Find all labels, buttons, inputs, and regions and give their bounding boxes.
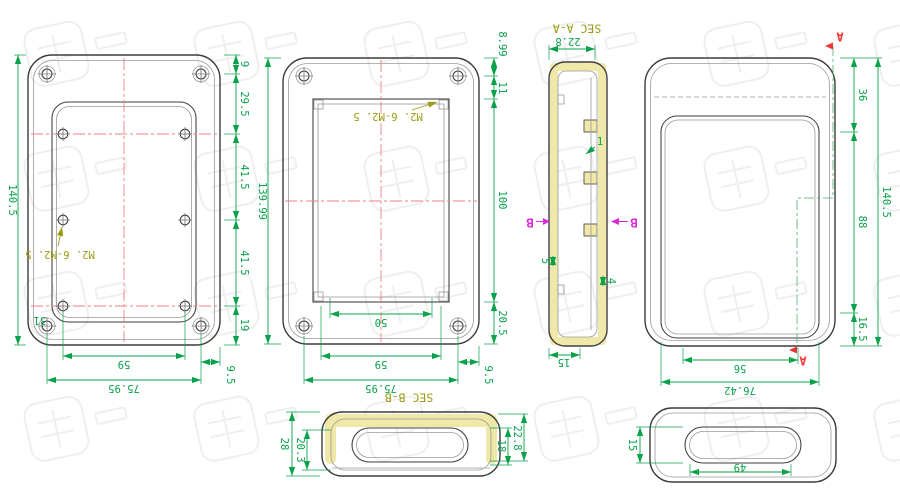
front-recess-outline [660, 115, 820, 339]
end-outer-outline [649, 407, 837, 483]
dim-r1: 36 [856, 89, 868, 102]
section-a-arrow [789, 346, 797, 354]
dim-bottom-inner: 59 [118, 358, 131, 370]
dim-r3: 16.5 [856, 316, 868, 341]
section-b-marker-right: B [630, 216, 638, 231]
thread-label: M2. 6-M2. 5 [25, 248, 95, 260]
dim-left-inner: 20.3 [294, 437, 306, 462]
dim-bottom-inner: 59 [375, 358, 388, 370]
section-a-marker-top: A [836, 30, 844, 44]
thread-label: M2. 6-M2. 5 [353, 110, 423, 122]
corner-screw [192, 65, 210, 83]
callout-1: 1 [597, 136, 603, 148]
dim-slot-width: 49 [734, 461, 747, 473]
base-outer-outline [282, 57, 480, 345]
dim-bottom-outer: 75.95 [365, 382, 397, 394]
dim-r2: 88 [856, 216, 868, 229]
section-title: SEC A-A [553, 22, 602, 36]
dim-bottom-inner: 56 [734, 362, 747, 374]
thread-leader-line [411, 101, 438, 111]
dim-r3: 100 [496, 191, 508, 210]
view-end: 15 49 [626, 407, 837, 483]
front-outer-outline [644, 57, 836, 347]
view-cover-outside: M2. 6-M2. 5 31 140.5 9 29.5 41.5 41.5 19… [6, 54, 250, 394]
dim-corner: 9.5 [482, 366, 494, 385]
dim-inner-31: 31 [34, 314, 47, 326]
dim-r4: 20.5 [496, 310, 508, 335]
dim-top: 22.8 [555, 35, 580, 47]
dim-height: 139.99 [256, 182, 268, 220]
section-bb-slot [351, 427, 469, 463]
view-front: A A 36 88 16.5 140.5 56 76.42 [644, 30, 892, 396]
section-a-marker-bottom: A [799, 354, 807, 368]
section-a-cut-line [796, 46, 834, 350]
thread-leader-line [57, 226, 64, 247]
section-bb-outer-outline [321, 411, 501, 477]
section-title: SEC B-B [385, 391, 434, 405]
cover-outer-outline [27, 54, 221, 346]
screw-boss [178, 127, 192, 141]
corner-screw [38, 65, 56, 83]
dim-5: 5 [539, 258, 551, 264]
dim-r2: 11 [496, 82, 508, 95]
screw-boss [178, 213, 192, 227]
end-slot [684, 426, 802, 464]
corner-screw [449, 67, 467, 85]
section-a-a: SEC A-A 22.8 1 5 4 15 B B [526, 22, 638, 369]
dim-r4: 41.5 [238, 250, 250, 275]
view-base-inside: M2. 6-M2. 5 139.99 8.99 11 100 20.5 50 5… [256, 31, 508, 394]
section-rib [583, 171, 598, 185]
dim-r3: 41.5 [238, 164, 250, 189]
section-rib [583, 223, 598, 237]
dim-corner: 9.5 [224, 366, 236, 385]
dim-height: 140.5 [6, 184, 18, 216]
section-b-arrow [611, 218, 619, 225]
screw-boss [56, 213, 70, 227]
corner-screw [449, 317, 467, 335]
section-outer-outline [548, 61, 608, 347]
screw-boss [56, 127, 70, 141]
section-b-b: SEC B-B 28 20.3 18 22.8 [278, 391, 528, 477]
dim-inner-50: 50 [375, 316, 388, 328]
dim-slot-height: 15 [626, 439, 638, 452]
dim-r2: 29.5 [238, 91, 250, 116]
dim-right-outer: 22.8 [511, 425, 523, 450]
dim-4: 4 [605, 278, 617, 284]
dim-left-outer: 28 [278, 438, 290, 451]
screw-boss [56, 299, 70, 313]
section-b-arrow [543, 218, 550, 225]
dim-r1: 9 [238, 61, 250, 67]
section-b-marker-left: B [526, 216, 534, 231]
dim-height: 140.5 [880, 186, 892, 218]
dim-bottom: 15 [558, 356, 571, 368]
section-a-arrow [825, 42, 833, 50]
section-rib [583, 119, 598, 133]
corner-screw [295, 317, 313, 335]
screw-boss [178, 299, 192, 313]
corner-screw [295, 67, 313, 85]
dim-bottom-outer: 75.95 [108, 382, 140, 394]
dim-bottom-outer: 76.42 [724, 384, 756, 396]
dim-right-inner: 18 [495, 440, 507, 453]
dim-r1: 8.99 [496, 31, 508, 56]
dim-r5: 19 [238, 319, 250, 332]
